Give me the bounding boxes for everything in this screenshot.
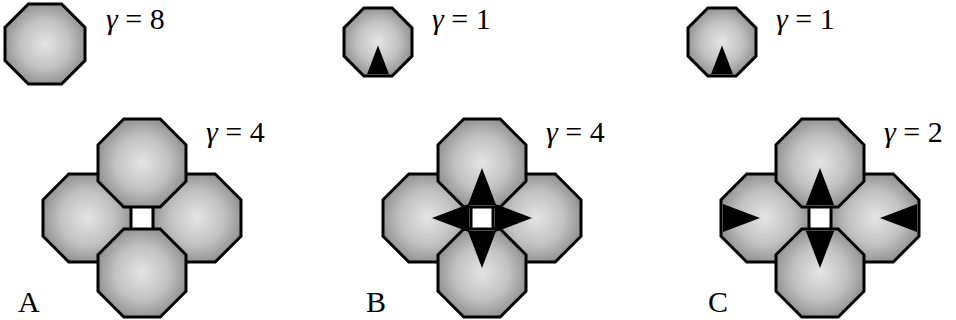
triangle-marker xyxy=(806,168,834,205)
triangle-marker xyxy=(468,168,496,205)
octagon-cell xyxy=(438,119,526,207)
gamma-value: γ = 4 xyxy=(546,117,605,147)
gamma-value: γ = 1 xyxy=(432,4,491,34)
octagon-cell xyxy=(688,8,756,76)
octagon-cell xyxy=(438,229,526,317)
gamma-value: γ = 8 xyxy=(106,4,165,34)
octagon-cell xyxy=(98,119,186,207)
panel-letter: C xyxy=(708,287,728,317)
panel-letter: B xyxy=(366,287,386,317)
panel-letter: A xyxy=(18,287,40,317)
octagon-cell xyxy=(344,8,412,76)
gamma-value: γ = 2 xyxy=(884,117,943,147)
triangle-marker xyxy=(495,204,532,232)
triangle-marker xyxy=(711,45,733,74)
triangle-marker xyxy=(367,45,389,74)
triangle-marker xyxy=(880,204,917,232)
triangle-marker xyxy=(468,231,496,268)
octagon-cell xyxy=(5,4,85,84)
octagon-cell xyxy=(776,229,864,317)
gamma-value: γ = 4 xyxy=(206,117,265,147)
triangle-marker xyxy=(723,204,760,232)
gamma-value: γ = 1 xyxy=(776,4,835,34)
octagon-cell xyxy=(98,229,186,317)
triangle-marker xyxy=(432,204,469,232)
octagon-cell xyxy=(776,119,864,207)
triangle-marker xyxy=(806,231,834,268)
